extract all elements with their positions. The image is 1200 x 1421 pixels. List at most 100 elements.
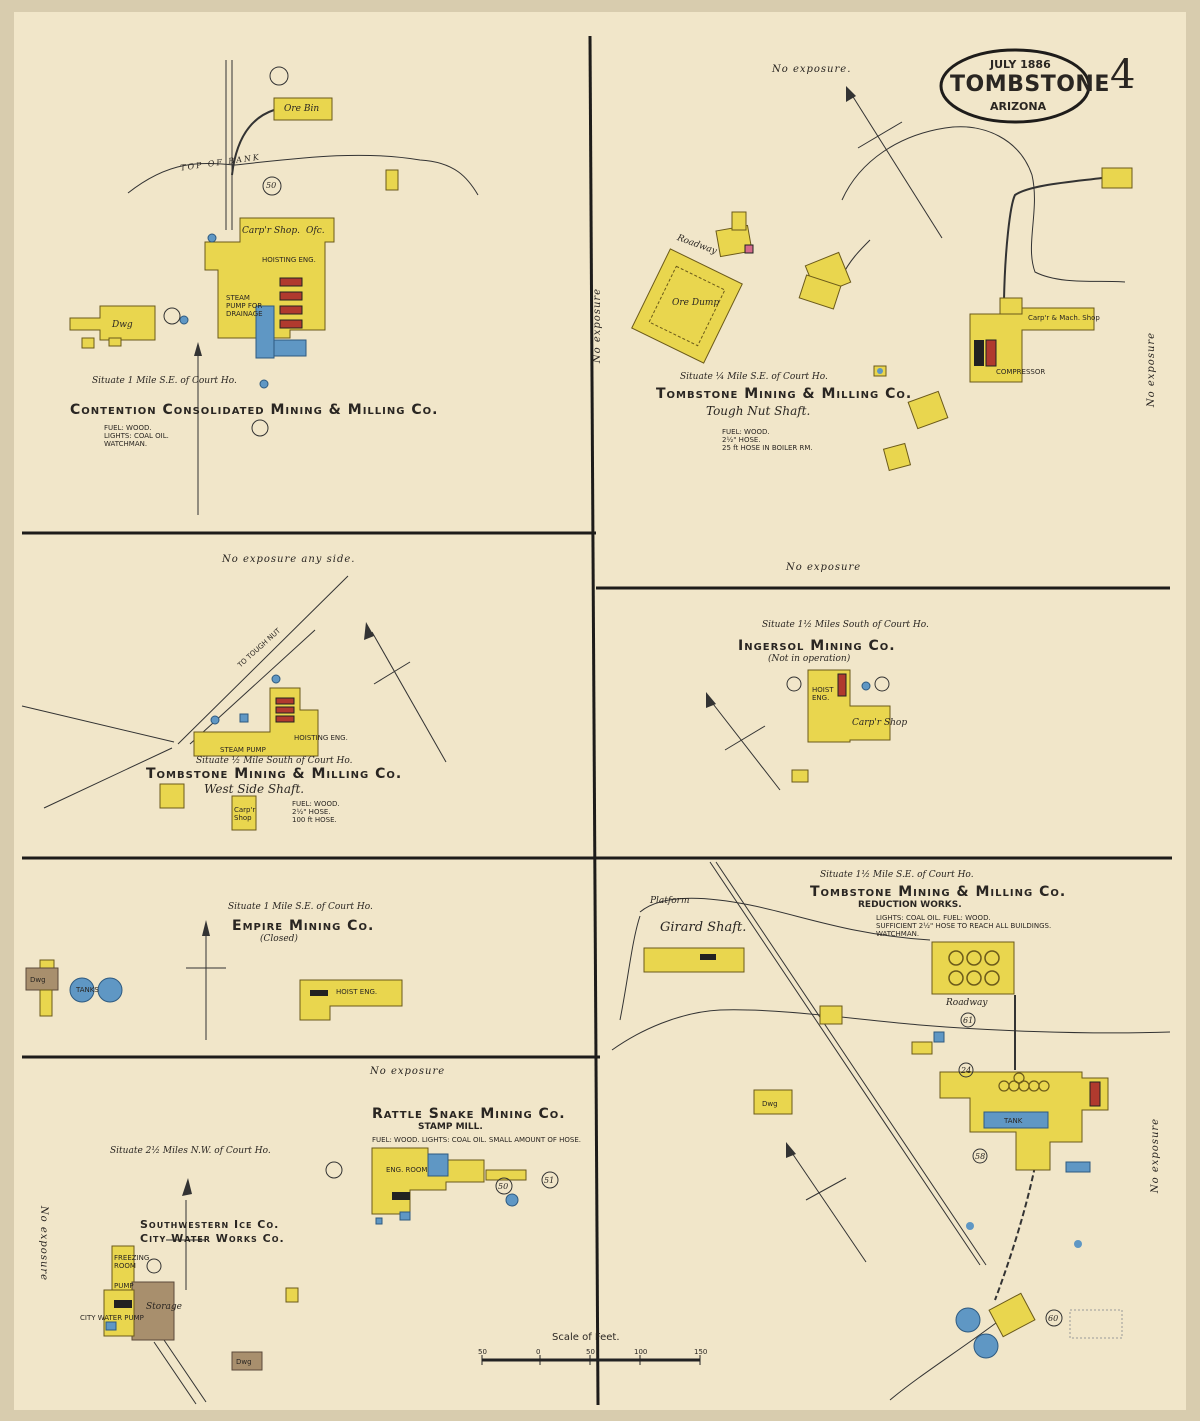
sheet-city: TOMBSTONE: [950, 72, 1110, 97]
west-side-exposure: No exposure any side.: [222, 554, 356, 565]
reduction-note-3: WATCHMAN.: [876, 930, 920, 938]
north-arrow: [182, 1178, 192, 1196]
block-number-label: 61: [963, 1016, 974, 1025]
title-cartouche: [939, 48, 1091, 124]
compressor-label: COMPRESSOR: [996, 368, 1046, 376]
scale-tick: 50: [478, 1348, 487, 1356]
freezing-room-label: FREEZING ROOM: [114, 1254, 150, 1270]
west-side-title: Tombstone Mining & Milling Co.: [146, 766, 403, 782]
west-side-hoisting-label: HOISTING ENG.: [294, 734, 348, 742]
empire-title: Empire Mining Co.: [232, 918, 375, 934]
north-arrow: [194, 342, 202, 356]
ore-bin-label: Ore Bin: [284, 104, 320, 114]
sheet-number: 4: [1110, 52, 1136, 98]
southwestern-dwelling-label: Dwg: [236, 1358, 252, 1366]
tough-nut-exposure-top: No exposure.: [772, 64, 852, 75]
contention-title: Contention Consolidated Mining & Milling…: [70, 402, 439, 418]
reduction-tank-label: TANK: [1004, 1117, 1023, 1125]
contention-note-lights: LIGHTS: COAL OIL.: [104, 432, 169, 440]
reduction-tank: [983, 1111, 1049, 1129]
reduction-note-1: LIGHTS: COAL OIL. FUEL: WOOD.: [876, 914, 991, 922]
panel-dividers: [22, 35, 1172, 1406]
platform-label: Platform: [650, 896, 690, 906]
reduction-works-subtitle: REDUCTION WORKS.: [858, 900, 962, 910]
west-side-note-hose-length: 100 ft HOSE.: [292, 816, 337, 824]
north-arrow: [364, 622, 374, 640]
west-side-carpenter-label: Carp'r Shop: [234, 806, 256, 822]
girard-shaft-label: Girard Shaft.: [660, 920, 747, 935]
reduction-roadway-label: Roadway: [946, 998, 988, 1008]
sheet-state: ARIZONA: [990, 100, 1047, 113]
office-label: Ofc.: [306, 226, 325, 236]
contention-note-fuel: FUEL: WOOD.: [104, 424, 152, 432]
block-number-label: 50: [266, 181, 277, 190]
ingersol-carpenter-label: Carp'r Shop: [852, 718, 908, 728]
ore-dump-label: Ore Dump: [672, 298, 720, 308]
west-side-note-hose: 2½" HOSE.: [292, 808, 331, 816]
pump-label: PUMP: [114, 1282, 134, 1290]
contention-note-watchman: WATCHMAN.: [104, 440, 148, 448]
carpenter-shop-label: Carp'r Shop.: [242, 226, 300, 236]
empire-tanks-label: TANKS: [76, 986, 99, 994]
southwestern-ice-situate: Situate 2½ Miles N.W. of Court Ho.: [110, 1146, 271, 1156]
panel-west-side: [21, 575, 447, 831]
tank-circle: [69, 977, 95, 1003]
brick-storage-building: [131, 1281, 175, 1341]
rattle-snake-title: Rattle Snake Mining Co.: [372, 1106, 566, 1122]
reduction-works-title: Tombstone Mining & Milling Co.: [810, 884, 1067, 900]
ingersol-title: Ingersol Mining Co.: [738, 638, 896, 654]
panel-empire: [25, 920, 403, 1040]
city-water-pump-label: CITY WATER PUMP: [80, 1314, 144, 1322]
west-side-situate: Situate ½ Mile South of Court Ho.: [196, 756, 353, 766]
ingersol-situate: Situate 1½ Miles South of Court Ho.: [762, 620, 929, 630]
north-arrow: [202, 920, 210, 936]
tank-circle: [973, 1333, 999, 1359]
scale-tick: 0: [536, 1348, 541, 1356]
reduction-works-situate: Situate 1½ Mile S.E. of Court Ho.: [820, 870, 974, 880]
block-number-label: 60: [1048, 1314, 1059, 1323]
west-side-building: [193, 687, 319, 757]
empire-subtitle: (Closed): [260, 934, 298, 944]
panel-ingersol: [706, 669, 891, 791]
empire-dwelling-label: Dwg: [30, 976, 46, 984]
west-side-steam-pump-label: STEAM PUMP: [220, 746, 266, 754]
dwelling-building: [69, 305, 156, 341]
tough-nut-note-hose: 2½" HOSE.: [722, 436, 761, 444]
girard-shaft-building: [643, 947, 745, 973]
ore-bin-building: [273, 97, 333, 121]
empire-situate: Situate 1 Mile S.E. of Court Ho.: [228, 902, 373, 912]
panel-contention: [69, 60, 479, 515]
ore-dump-building: [631, 248, 743, 364]
tank-circle: [955, 1307, 981, 1333]
rattle-snake-subtitle: STAMP MILL.: [418, 1122, 483, 1132]
ingersol-building: [807, 669, 891, 743]
carpenter-machine-label: Carp'r & Mach. Shop: [1028, 314, 1100, 322]
block-number-label: 51: [544, 1176, 555, 1185]
west-side-subtitle: West Side Shaft.: [204, 782, 305, 796]
panel-tough-nut: [631, 48, 1133, 472]
scale-bar: [481, 1355, 701, 1365]
ore-house-building: [931, 941, 1015, 995]
tough-nut-exposure-left: No exposure: [592, 287, 604, 364]
reduction-note-2: SUFFICIENT 2½" HOSE TO REACH ALL BUILDIN…: [876, 922, 1052, 930]
tough-nut-exposure-right: No exposure: [1146, 331, 1158, 408]
tough-nut-note-boiler: 25 ft HOSE IN BOILER RM.: [722, 444, 813, 452]
block-number-label: 58: [975, 1152, 986, 1161]
rattle-snake-notes: FUEL: WOOD. LIGHTS: COAL OIL. SMALL AMOU…: [372, 1136, 582, 1144]
city-water-works-title: City Water Works Co.: [140, 1232, 285, 1245]
storage-label: Storage: [146, 1302, 182, 1312]
tough-nut-title: Tombstone Mining & Milling Co.: [656, 386, 913, 402]
scale-tick: 150: [694, 1348, 708, 1356]
scale-label: Scale of Feet.: [552, 1332, 620, 1343]
scale-tick: 50: [586, 1348, 595, 1356]
tough-nut-subtitle: Tough Nut Shaft.: [706, 404, 811, 418]
reduction-works-exposure: No exposure: [1150, 1117, 1162, 1194]
hoisting-label: HOISTING ENG.: [262, 256, 316, 264]
steam-pump-label: STEAM PUMP FOR DRAINAGE: [226, 294, 263, 318]
tough-nut-note-fuel: FUEL: WOOD.: [722, 428, 770, 436]
panel-reduction-works: [611, 861, 1171, 1401]
reduction-dwelling-label: Dwg: [762, 1100, 778, 1108]
ingersol-hoist-label: HOIST ENG.: [812, 686, 834, 702]
north-arrow: [706, 692, 716, 708]
